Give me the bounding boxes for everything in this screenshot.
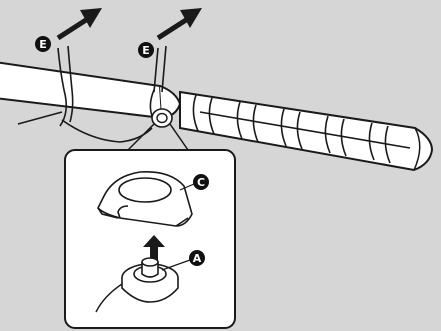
- callout-e-left-label: E: [39, 38, 47, 51]
- callout-e-right: E: [138, 42, 154, 58]
- callout-e-left: E: [35, 36, 51, 52]
- callout-a-label: A: [193, 252, 202, 265]
- callout-c: C: [193, 174, 209, 190]
- callout-c-label: C: [197, 176, 205, 189]
- callout-a: A: [189, 250, 205, 266]
- inset-leader-left: [128, 124, 154, 150]
- pull-arrow-left: [58, 8, 102, 38]
- callout-e-right-label: E: [142, 44, 150, 57]
- pull-arrow-right: [158, 8, 202, 38]
- mounted-sensor: [152, 109, 172, 127]
- handlebar: [0, 62, 180, 118]
